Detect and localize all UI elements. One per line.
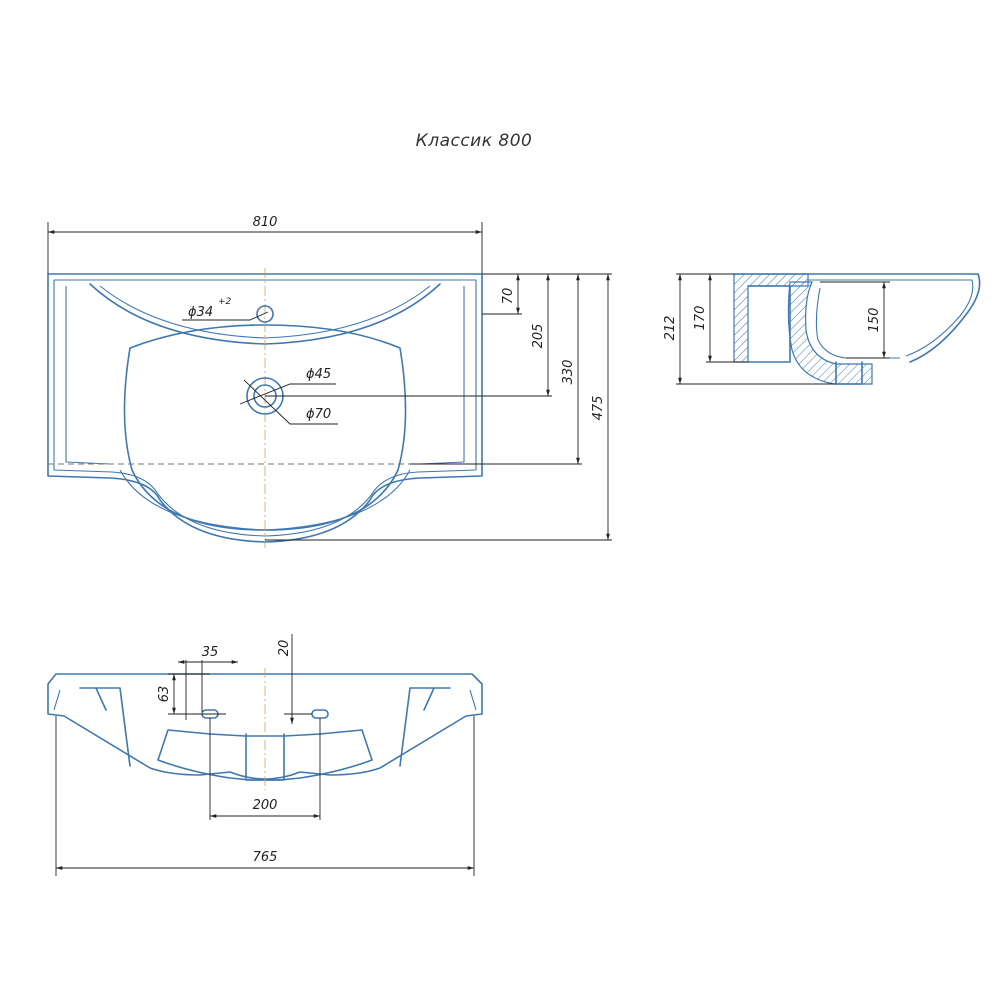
drawing-title: Классик 800	[416, 131, 533, 151]
dim-205-label: 205	[531, 324, 546, 349]
tap-hole-tolerance: +2	[218, 297, 232, 307]
dim-810-label: 810	[253, 215, 278, 230]
side-view-top-edge	[733, 273, 981, 363]
dim-35-label: 35	[202, 645, 219, 660]
side-view-rear-block	[747, 285, 791, 363]
top-view-basin	[123, 324, 407, 531]
side-view-drain	[835, 361, 863, 385]
front-view-outline	[47, 673, 483, 780]
dim-20-label: 20	[277, 640, 292, 657]
top-view-inner-rim	[65, 286, 465, 465]
side-view: 212 170 150	[663, 273, 981, 385]
front-view-left-support	[79, 687, 131, 767]
top-view-rim	[53, 279, 477, 537]
side-view-bowl-inner	[815, 287, 900, 359]
front-view-right-support	[399, 687, 451, 767]
tap-hole-label: ϕ34	[188, 305, 213, 320]
front-view-bowl-underside	[157, 729, 373, 781]
dim-330-label: 330	[561, 360, 576, 385]
tap-hole	[256, 305, 274, 323]
side-view-top-edge-inner	[808, 279, 974, 357]
dim-200-label: 200	[253, 798, 278, 813]
dim-70-label: 70	[501, 288, 516, 305]
drain-outer-leader	[243, 379, 338, 425]
dim-475-label: 475	[591, 396, 606, 421]
drain-inner-label: ϕ45	[306, 367, 331, 382]
side-view-bowl-wall	[787, 281, 873, 385]
dim-150-label: 150	[867, 308, 882, 333]
dim-170-label: 170	[693, 306, 708, 331]
drain-outer-label: ϕ70	[306, 407, 331, 422]
dim-63-label: 63	[157, 686, 172, 703]
top-view-back-ledge-inner	[99, 285, 431, 339]
tap-hole-leader	[182, 311, 269, 321]
top-view: 810 70 205 330 475 ϕ34 +2 ϕ45 ϕ70	[47, 215, 612, 548]
dim-765-label: 765	[253, 850, 278, 865]
drain-inner-leader	[239, 383, 336, 405]
dim-212-label: 212	[663, 316, 678, 341]
front-view-slot-right	[311, 709, 329, 719]
front-view: 35 20 63 200 765	[47, 634, 483, 876]
front-view-rim-inner	[53, 689, 477, 711]
